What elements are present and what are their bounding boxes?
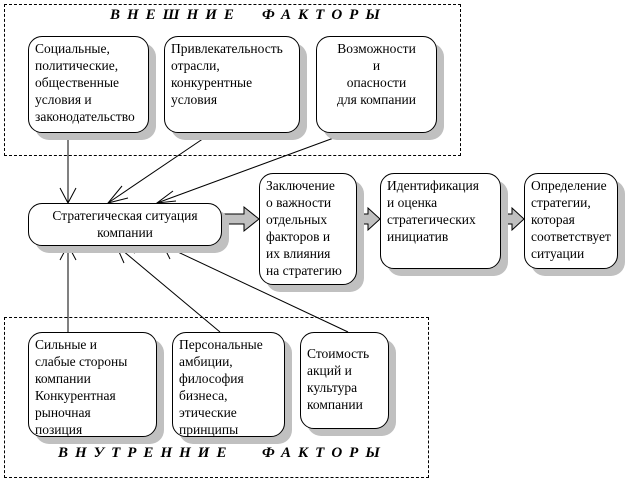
- block-arrow-icon: [499, 206, 525, 232]
- internal-title-word2: ФАКТОРЫ: [262, 445, 387, 461]
- arrow-attractiveness-to-situation: [107, 131, 214, 204]
- external-title-word1: ВНЕШНИЕ: [110, 7, 241, 23]
- block-arrow-icon: [355, 206, 381, 232]
- external-box-social: Социальные, политические, общественные у…: [28, 36, 149, 133]
- external-title-word2: ФАКТОРЫ: [262, 7, 387, 23]
- internal-box-strengths: Сильные и слабые стороны компании Конкур…: [28, 332, 157, 437]
- arrowhead-icon: [162, 244, 183, 260]
- internal-title-word1: ВНУТРЕННИЕ: [58, 445, 234, 461]
- flow-step-conclusion: Заключение о важности отдельных факторов…: [259, 173, 357, 285]
- arrow-opportunities-to-situation: [156, 131, 351, 204]
- external-box-opportunities: Возможности и опасности для компании: [316, 36, 437, 133]
- internal-box-ambitions: Персональные амбиции, философия бизнеса,…: [172, 332, 285, 437]
- flow-step-strategy: Определение стратегии, которая соответст…: [524, 173, 618, 269]
- arrow-ambitions-to-situation: [115, 244, 221, 333]
- external-factors-region: [4, 4, 461, 156]
- internal-factors-region: [4, 317, 429, 478]
- external-box-attractiveness: Привлекательность отрасли, конкурентные …: [164, 36, 300, 133]
- arrow-stock-to-situation: [162, 244, 349, 333]
- block-arrow-icon: [220, 205, 260, 233]
- strategic-situation-box: Стратегическая ситуация компании: [28, 203, 222, 246]
- internal-box-stock-culture: Стоимость акций и культура компании: [300, 332, 389, 429]
- flow-step-identification: Идентификация и оценка стратегических ин…: [380, 173, 501, 269]
